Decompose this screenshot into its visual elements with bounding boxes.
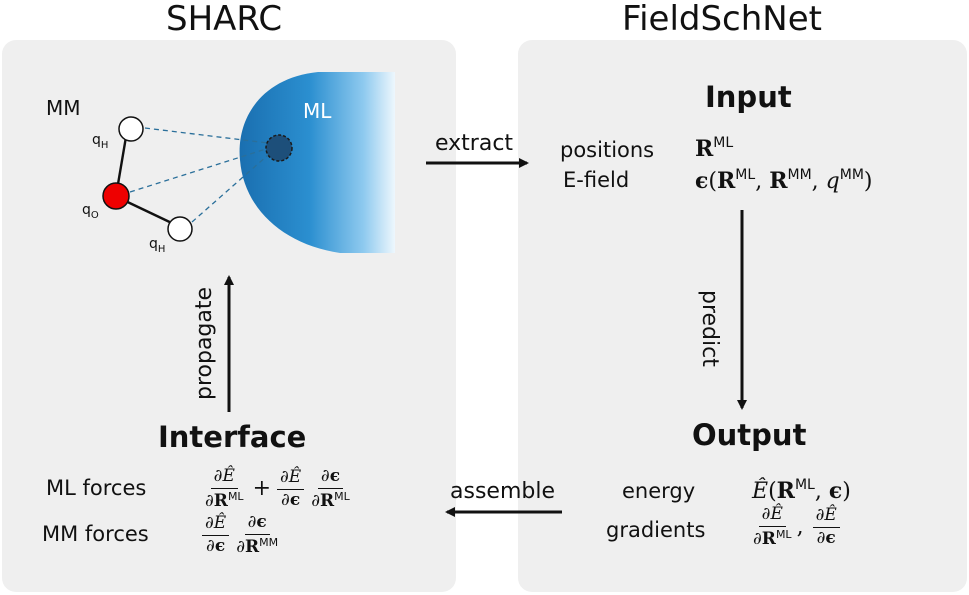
efield-label: E-field [563,168,630,192]
interface-heading: Interface [158,420,307,454]
ml-forces-formula: ∂Ê∂RML+∂Ê∂ϵ∂ϵ∂RML [205,466,350,511]
ml-forces-label: ML forces [46,476,147,500]
output-heading: Output [692,418,807,452]
charge-h-bottom: qH [149,236,166,255]
charge-o: qO [82,202,99,221]
hydrogen-atom-icon [118,116,144,142]
bonds [115,130,179,228]
propagate-label: propagate [192,286,217,400]
oxygen-atom-icon [102,182,130,210]
ml-center-atom [265,134,293,162]
mm-forces-formula: ∂Ê∂ϵ∂ϵ∂RMM [200,513,283,557]
mm-forces-label: MM forces [42,522,149,546]
fieldschnet-title: FieldSchNet [622,0,822,39]
assemble-label: assemble [450,479,555,504]
ml-label: ML [303,99,332,123]
extract-label: extract [435,131,514,156]
efield-formula: ϵ(RML, RMM, qMM) [695,167,873,194]
ml-region-icon [239,72,395,253]
charge-h-top: qH [92,132,109,151]
mm-label: MM [46,96,81,120]
gradients-label: gradients [606,518,706,542]
positions-formula: RML [695,135,734,162]
predict-label: predict [697,290,722,367]
positions-label: positions [560,138,655,162]
interaction-lines [129,127,269,223]
energy-formula: Ê(RML, ϵ) [752,477,851,504]
energy-label: energy [622,479,696,503]
hydrogen-atom-icon [167,216,193,242]
gradients-formula: ∂Ê∂RML, ∂Ê∂ϵ [748,505,842,549]
input-heading: Input [705,80,792,114]
sharc-title: SHARC [166,0,283,39]
